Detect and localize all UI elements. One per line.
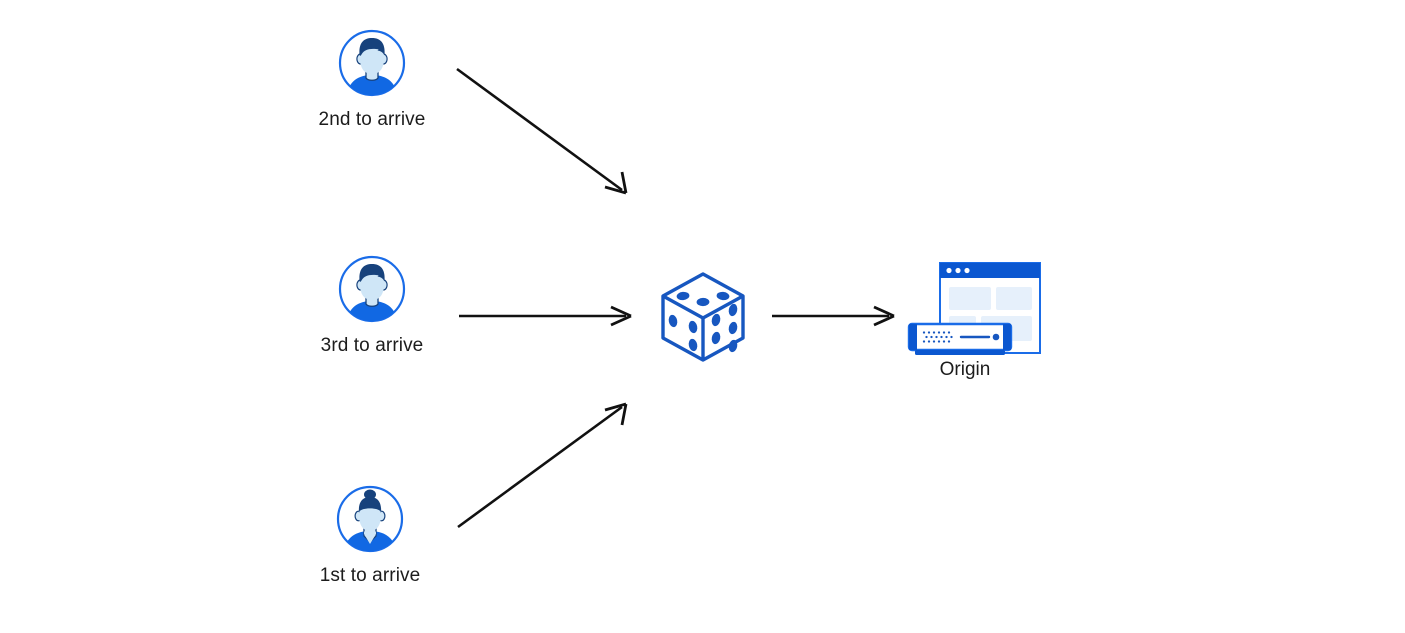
client-label-second: 2nd to arrive [318,109,426,130]
origin-label: Origin [939,359,991,380]
client-label-third: 3rd to arrive [320,335,424,356]
arrow-dice-to-origin [772,305,895,327]
client-node-second[interactable]: 2nd to arrive [302,28,442,132]
arrow-second-to-dice [456,67,628,195]
origin-node[interactable]: Origin [885,258,1045,382]
user-avatar-icon [336,485,404,553]
server-device-icon [907,322,1013,355]
origin-server-icon [907,262,1041,355]
client-node-third[interactable]: 3rd to arrive [302,254,442,358]
arrow-first-to-dice [457,402,628,529]
dice-node[interactable] [648,258,758,368]
user-avatar-icon [338,255,406,323]
arrow-third-to-dice [459,305,632,327]
client-label-first: 1st to arrive [319,565,421,586]
user-avatar-icon [338,29,406,97]
dice-cube-icon [661,272,745,362]
client-node-first[interactable]: 1st to arrive [300,484,440,588]
origin-graphic [895,258,1041,358]
